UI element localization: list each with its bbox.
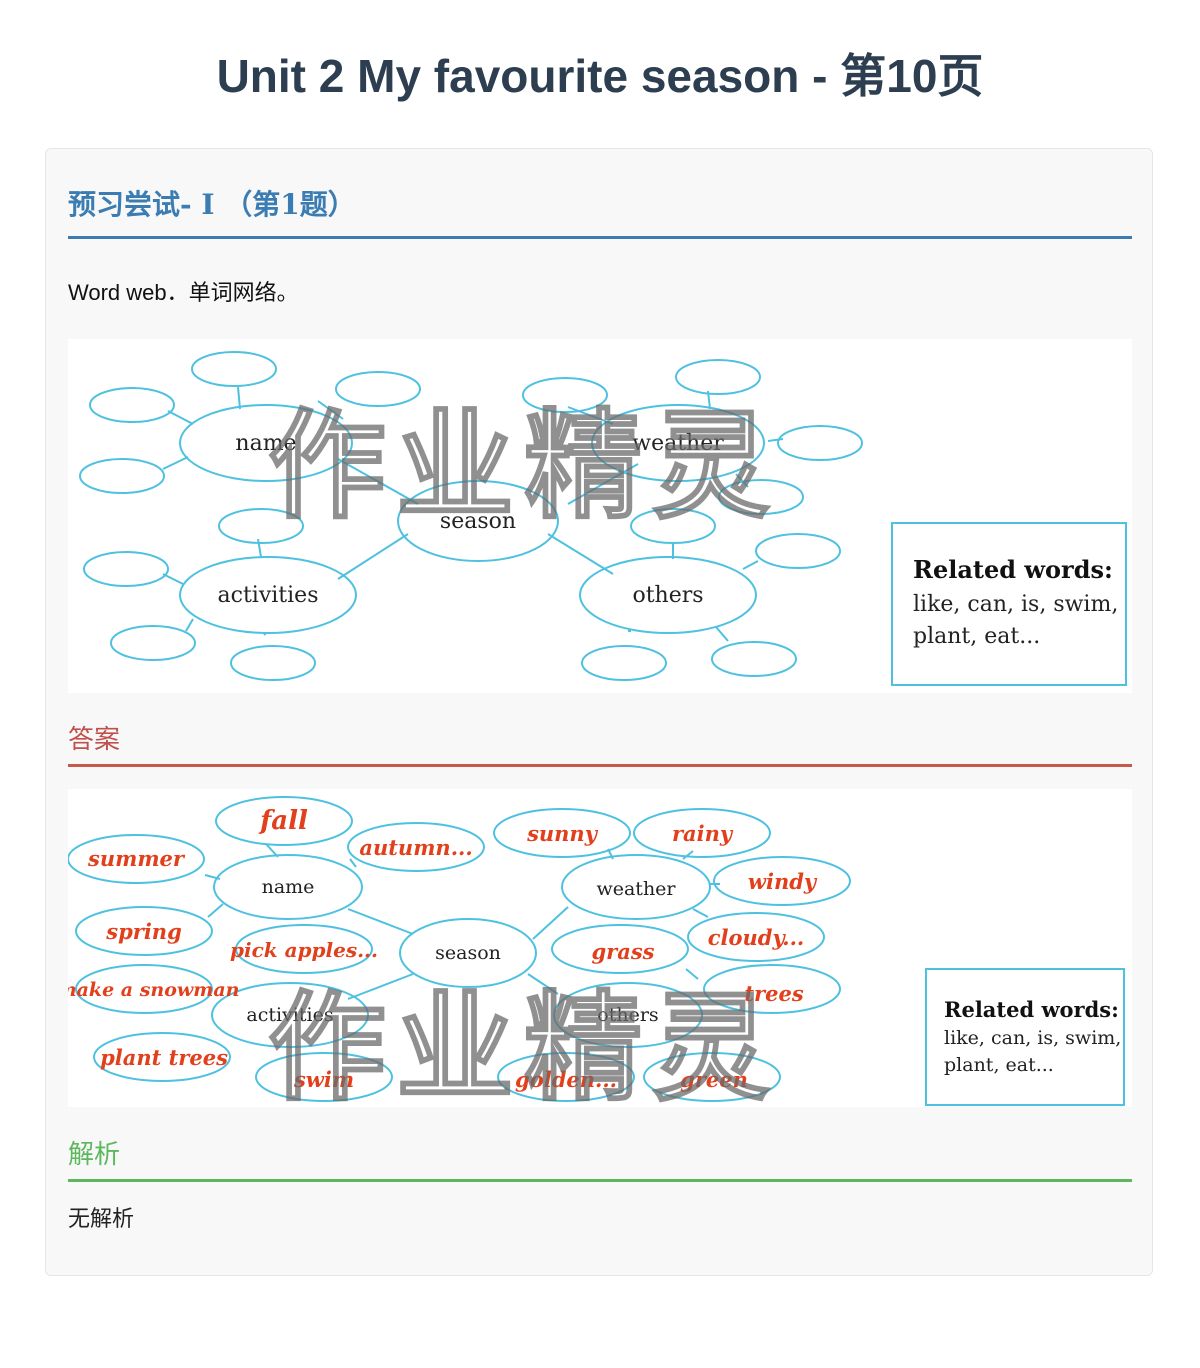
question-heading: 预习尝试- Ⅰ （第1题）: [68, 183, 1132, 239]
answer-related-title: Related words:: [944, 997, 1119, 1022]
answer-node-others: others: [597, 1004, 658, 1026]
question-figure: name weather activities others season Re…: [68, 339, 1132, 693]
answer-word-trees: trees: [744, 981, 803, 1006]
answer-word-make-snowman: make a snowman: [68, 979, 239, 1001]
answer-heading: 答案: [68, 719, 1132, 767]
question-card: 预习尝试- Ⅰ （第1题） Word web．单词网络。: [45, 148, 1153, 1276]
answer-node-activities: activities: [246, 1004, 333, 1026]
answer-node-season: season: [435, 942, 501, 964]
answer-word-cloudy: cloudy...: [708, 925, 804, 950]
analysis-heading: 解析: [68, 1134, 1132, 1182]
node-activities: activities: [218, 583, 319, 608]
node-season: season: [440, 509, 516, 534]
answer-node-name: name: [262, 876, 315, 898]
answer-word-summer: summer: [87, 846, 186, 871]
watermark-text: 作业精灵: [268, 397, 780, 535]
answer-word-plant-trees: plant trees: [100, 1045, 228, 1070]
answer-word-grass: grass: [592, 939, 655, 964]
answer-word-spring: spring: [105, 919, 182, 944]
related-words-line2: plant, eat...: [913, 624, 1040, 649]
answer-word-rainy: rainy: [672, 821, 734, 846]
page-title: Unit 2 My favourite season - 第10页: [216, 50, 984, 102]
answer-word-sunny: sunny: [526, 821, 599, 846]
node-others: others: [632, 583, 703, 608]
node-weather: weather: [632, 431, 724, 456]
answer-word-swim: swim: [293, 1067, 354, 1092]
analysis-text: 无解析: [68, 1207, 135, 1232]
answer-word-golden: golden...: [515, 1067, 617, 1092]
related-words-line1: like, can, is, swim,: [913, 592, 1118, 617]
answer-node-weather: weather: [596, 878, 676, 900]
answer-word-green: green: [680, 1067, 748, 1092]
answer-related-line2: plant, eat...: [944, 1054, 1054, 1076]
question-prompt: Word web．单词网络。: [68, 280, 299, 305]
related-words-title: Related words:: [913, 555, 1113, 584]
answer-word-pick-apples: pick apples...: [230, 938, 378, 962]
answer-word-autumn: autumn...: [359, 835, 472, 860]
answer-watermark-text: 作业精灵: [268, 979, 780, 1107]
answer-related-line1: like, can, is, swim,: [944, 1027, 1121, 1049]
word-web-answer: name weather activities others season su…: [57, 796, 1125, 1118]
answer-word-windy: windy: [748, 869, 818, 894]
node-name: name: [235, 431, 296, 456]
word-web-blank: name weather activities others season Re…: [79, 351, 1127, 686]
answer-figure: name weather activities others season su…: [57, 789, 1132, 1118]
answer-word-fall: fall: [258, 806, 308, 836]
